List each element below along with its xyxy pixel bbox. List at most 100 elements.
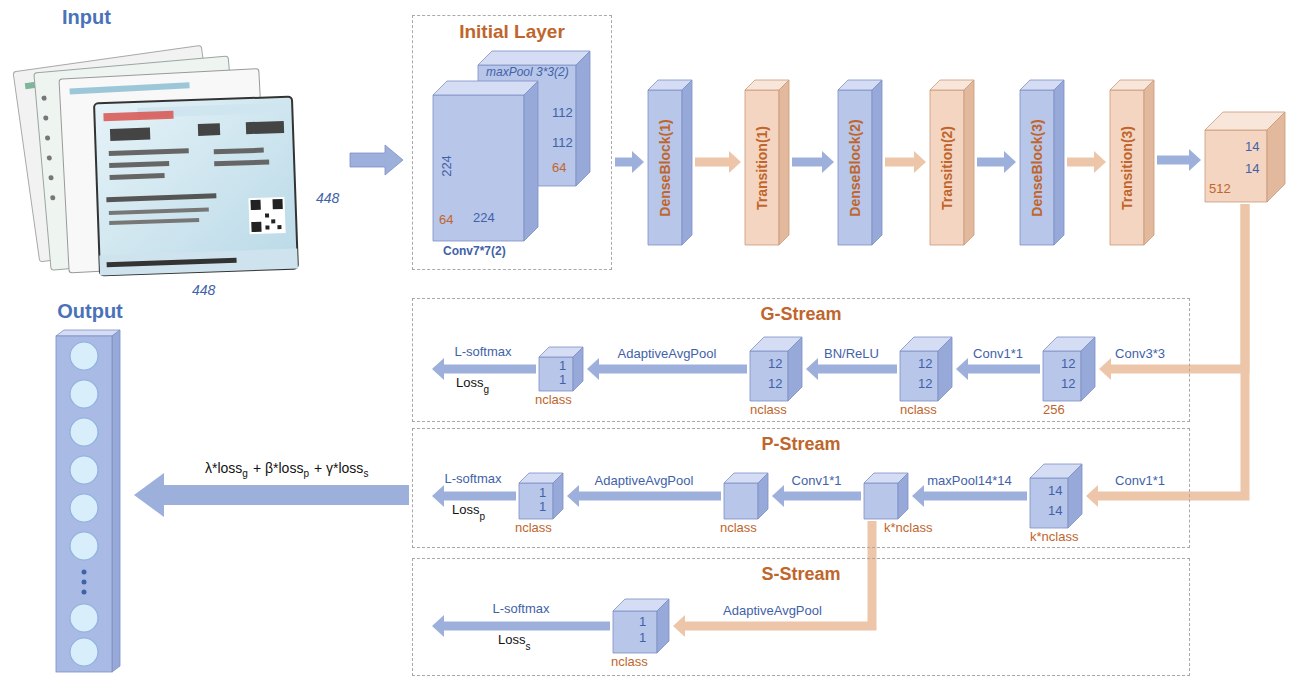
operation-label: AdaptiveAvgPool — [721, 604, 824, 619]
flow-arrow — [1067, 158, 1094, 167]
rect-shape — [109, 208, 209, 215]
block-shape — [864, 473, 908, 519]
flow-arrow — [695, 158, 729, 167]
rect-shape — [107, 258, 237, 268]
cube-front-face — [478, 65, 576, 186]
cube-front-face — [750, 351, 788, 401]
cube-front-face — [900, 351, 938, 401]
formula-term: λ*loss — [205, 460, 242, 476]
operation-label: BN/ReLU — [822, 347, 881, 362]
cube-side-face — [898, 473, 908, 519]
formula-subscript: p — [303, 468, 309, 480]
cube-front-face — [838, 90, 872, 245]
block-label: Transition(3) — [1119, 125, 1135, 209]
block-label: DenseBlock(2) — [847, 119, 863, 216]
flow-arrow — [977, 158, 1004, 167]
panel-title: Output — [50, 300, 130, 323]
flow-arrow — [579, 492, 721, 501]
loss-function-label: L-softmax — [492, 602, 549, 617]
flow-arrow — [968, 365, 1040, 374]
dimension-label: 224 — [473, 211, 495, 226]
output-neuron — [70, 532, 98, 560]
rect-shape — [250, 200, 260, 210]
rect-shape — [248, 197, 285, 234]
rect-shape — [265, 225, 269, 229]
input-arrow — [350, 145, 403, 175]
dimension-label: 112 — [552, 136, 573, 151]
cube-front-face — [648, 90, 682, 245]
column-front — [56, 336, 112, 672]
channel-label: 64 — [552, 161, 566, 176]
output-neuron — [70, 418, 98, 446]
cube-front-face — [745, 90, 779, 245]
group-title: G-Stream — [413, 304, 1189, 325]
operation-label: Conv1*1 — [971, 347, 1025, 362]
circle-shape — [50, 195, 55, 200]
column-shape — [50, 300, 130, 676]
formula-subscript: s — [363, 468, 368, 480]
transition-block: Transition(3) — [1110, 80, 1154, 245]
cube-top-face — [478, 51, 590, 65]
cube-front-face — [1030, 478, 1068, 528]
channel-label: k*nclass — [884, 521, 932, 536]
softmax-arrow — [444, 622, 610, 631]
cube-side-face — [524, 81, 538, 241]
cube-side-face — [1144, 80, 1154, 245]
formula-term: + β*loss — [253, 460, 303, 476]
group-title: P-Stream — [413, 434, 1189, 455]
dimension-label: 12 — [1061, 357, 1075, 372]
dimension-label: 14 — [1048, 484, 1062, 499]
column-side — [112, 330, 120, 672]
softmax-arrow — [444, 492, 516, 501]
cube-side-face — [1068, 464, 1082, 528]
channel-label: 512 — [1209, 182, 1231, 197]
block-label: Transition(2) — [939, 125, 955, 209]
block-label: DenseBlock(1) — [657, 119, 673, 216]
layer-group: 22422464Conv7*7(2)maxPool 3*3(2)11211264… — [412, 15, 612, 270]
cube-front-face — [1020, 90, 1054, 245]
group-title: Initial Layer — [413, 21, 611, 43]
operation-label: Conv1*1 — [790, 474, 844, 489]
output-layer: Output — [50, 300, 130, 676]
tensor-block: 1212256 — [1043, 337, 1095, 401]
transition-block: Transition(1) — [745, 80, 789, 245]
cube-front-face — [519, 483, 553, 519]
output-neuron — [70, 494, 98, 522]
softmax-arrow — [444, 365, 536, 374]
rect-shape — [214, 159, 269, 166]
ellipsis-dot — [82, 590, 87, 595]
output-neuron — [70, 342, 98, 370]
tensor-block: 11nclass — [539, 347, 583, 391]
rect-shape — [110, 173, 165, 180]
cube-side-face — [1054, 80, 1064, 245]
transition-block: Transition(2) — [930, 80, 974, 245]
circle-shape — [47, 155, 52, 160]
tensor-block: 11nclass — [613, 599, 669, 653]
cube-front-face — [1205, 130, 1267, 202]
cube-side-face — [964, 80, 974, 245]
cube-side-face — [779, 80, 789, 245]
flow-arrow — [784, 492, 861, 501]
block-shape — [724, 473, 768, 519]
rect-shape — [198, 123, 220, 136]
rect-shape — [99, 249, 298, 276]
dimension-label: 112 — [552, 106, 573, 121]
cube-side-face — [573, 347, 583, 391]
loss-function-label: L-softmax — [444, 472, 501, 487]
tensor-block: 1212nclass — [900, 337, 952, 401]
loss-subscript: g — [483, 384, 489, 396]
circle-shape — [48, 175, 53, 180]
rect-shape — [214, 148, 264, 155]
cube-side-face — [553, 473, 563, 519]
loss-subscript: s — [525, 641, 530, 653]
channel-label: k*nclass — [1030, 530, 1078, 545]
output-neuron — [70, 638, 98, 666]
dense-block: DenseBlock(2) — [838, 80, 882, 245]
flow-arrow — [818, 365, 897, 374]
cube-front-face — [539, 357, 573, 391]
cube-front-face — [1110, 90, 1144, 245]
cube-side-face — [1267, 112, 1285, 202]
